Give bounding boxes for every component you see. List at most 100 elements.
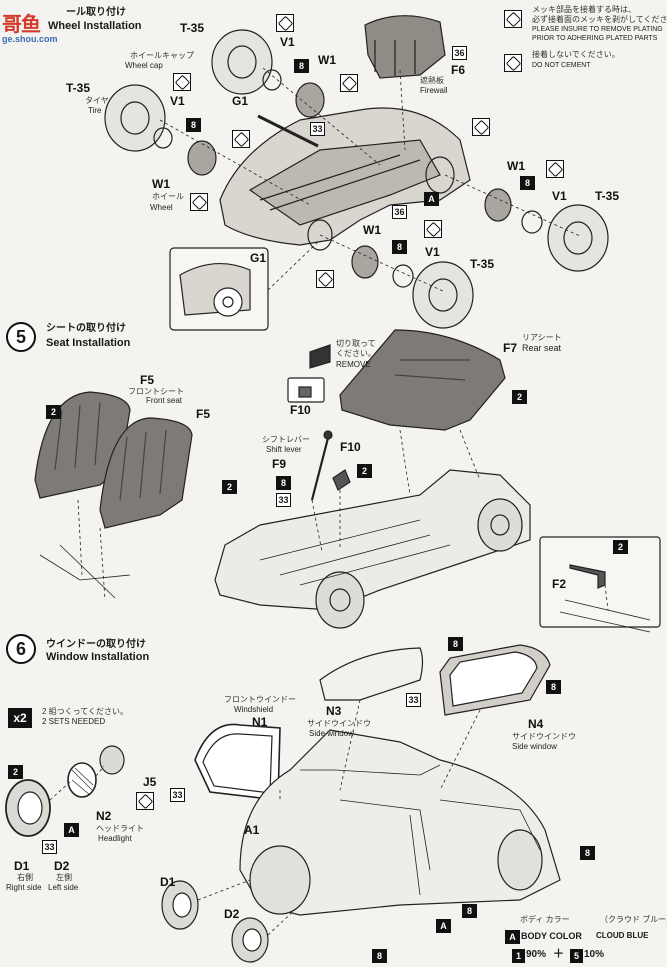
label-remove-jp-2: ください。: [336, 349, 376, 358]
headlight-base-j5: [99, 745, 125, 775]
badge-8-d: 8: [372, 949, 387, 963]
label-shift-en: Shift lever: [266, 445, 302, 454]
mix-a-num: 1: [512, 949, 525, 963]
badge-2-d: 2: [357, 464, 372, 478]
plating-warning-icon: [504, 10, 522, 28]
front-seat-b: [99, 417, 193, 529]
note-plating-jp-1: メッキ部品を接着する時は、: [532, 5, 636, 14]
plating-icon-3: [173, 73, 191, 91]
label-t35-b: T-35: [66, 81, 91, 95]
label-n2: N2: [96, 809, 112, 823]
wheelcap-v1-d: [392, 264, 414, 288]
label-wheel-jp: ホイール: [152, 192, 184, 201]
badge-2-c: 2: [512, 390, 527, 404]
badge-2-e: 2: [613, 540, 628, 554]
label-w1-c: W1: [507, 159, 525, 173]
label-f7: F7: [503, 341, 518, 355]
f10-part: [332, 469, 351, 491]
step4-title-en: Wheel Installation: [48, 20, 142, 32]
note-nocement-en: DO NOT CEMENT: [532, 62, 591, 69]
label-frontseat-jp: フロントシート: [128, 387, 184, 396]
nocement-icon-3: [316, 270, 334, 288]
label-d1: D1: [14, 859, 30, 873]
label-headlight-jp: ヘッドライト: [96, 824, 144, 833]
body-color-en-paren: CLOUD BLUE: [596, 931, 649, 940]
wheel-w1-a: [295, 82, 325, 118]
wheelcap-v1-c: [521, 210, 543, 234]
note-plating-en-2: PRIOR TO ADHERING PLATED PARTS: [532, 35, 658, 42]
chassis-floor: [248, 139, 441, 226]
label-frontseat-en: Front seat: [146, 396, 183, 405]
label-f6: F6: [451, 63, 466, 77]
label-w1-b: W1: [152, 177, 170, 191]
plating-icon-4: [472, 118, 490, 136]
label-f9: F9: [272, 457, 287, 471]
wheel-w1-b: [187, 140, 217, 176]
label-a1: A1: [244, 823, 260, 837]
body-color-en: BODY COLOR: [521, 931, 582, 941]
watermark-sub: ge.shou.com: [2, 34, 58, 44]
badge-a: A: [64, 823, 79, 837]
label-n1: N1: [252, 715, 268, 729]
rear-seat: [339, 329, 506, 431]
badge-8-c: 8: [520, 176, 535, 190]
badge-8-b: 8: [186, 118, 201, 132]
label-v1-a: V1: [280, 35, 295, 49]
label-f5-a: F5: [140, 373, 155, 387]
body-color-letter: A: [505, 930, 520, 944]
label-firewall-en: Firewall: [420, 86, 448, 95]
step5-number: 5: [6, 322, 36, 352]
label-w1-a: W1: [318, 53, 336, 67]
tire-t35-b: [104, 84, 166, 152]
badge-8: 8: [276, 476, 291, 490]
label-remove-jp-1: 切り取って: [336, 339, 376, 348]
label-sidewindow-jp-a: サイドウインドウ: [307, 719, 371, 728]
chassis-ridge2: [259, 154, 401, 201]
step4-title-jp: ール取り付け: [66, 7, 126, 18]
label-left-jp: 左側: [56, 873, 72, 882]
nocement-icon-1: [232, 130, 250, 148]
chassis-ridge: [269, 159, 421, 211]
label-t35-c: T-35: [595, 189, 620, 203]
plating-icon-1: [276, 14, 294, 32]
label-d2: D2: [54, 859, 70, 873]
wheel-w1-c: [484, 188, 512, 222]
car-body-step5: [214, 469, 531, 611]
g1-rod: [257, 114, 319, 148]
multiplier-badge: x2: [8, 708, 32, 728]
label-t35-a: T-35: [180, 21, 205, 35]
step5-title-en: Seat Installation: [46, 337, 131, 349]
watermark-main: 哥鱼: [2, 14, 41, 36]
label-tire-en: Tire: [88, 106, 102, 115]
step6-title-en: Window Installation: [46, 651, 150, 663]
wheel-w1-d: [351, 245, 379, 279]
label-sidewindow-en-a: Side window: [309, 729, 354, 738]
label-n3: N3: [326, 704, 342, 718]
label-shift-jp: シフトレバー: [262, 435, 310, 444]
firewall-part: [364, 15, 446, 79]
label-f10-a: F10: [290, 403, 311, 417]
badge-8-b: 8: [546, 680, 561, 694]
step6-number: 6: [6, 634, 36, 664]
label-d2-body: D2: [224, 907, 240, 921]
wheelcap-v1-a: [262, 69, 282, 91]
watermark-logo: 哥鱼 ge.shou.com: [0, 8, 62, 48]
label-v1-c: V1: [552, 189, 567, 203]
label-windshield-jp: フロントウインドー: [224, 695, 296, 704]
side-window-n3: [319, 647, 424, 701]
plating-icon-7: [136, 792, 154, 810]
badge-33: 33: [310, 122, 325, 136]
label-f10-b: F10: [340, 440, 361, 454]
badge-33: 33: [276, 493, 291, 507]
badge-8-d: 8: [392, 240, 407, 254]
tire-t35-c: [547, 204, 609, 272]
label-remove-en: REMOVE: [336, 360, 371, 369]
label-left-en: Left side: [48, 883, 79, 892]
label-wheel-en: Wheel: [150, 203, 173, 212]
label-v1-d: V1: [425, 245, 440, 259]
car-body-step6: [239, 729, 561, 916]
label-right-en: Right side: [6, 883, 42, 892]
badge-8-a: 8: [448, 637, 463, 651]
